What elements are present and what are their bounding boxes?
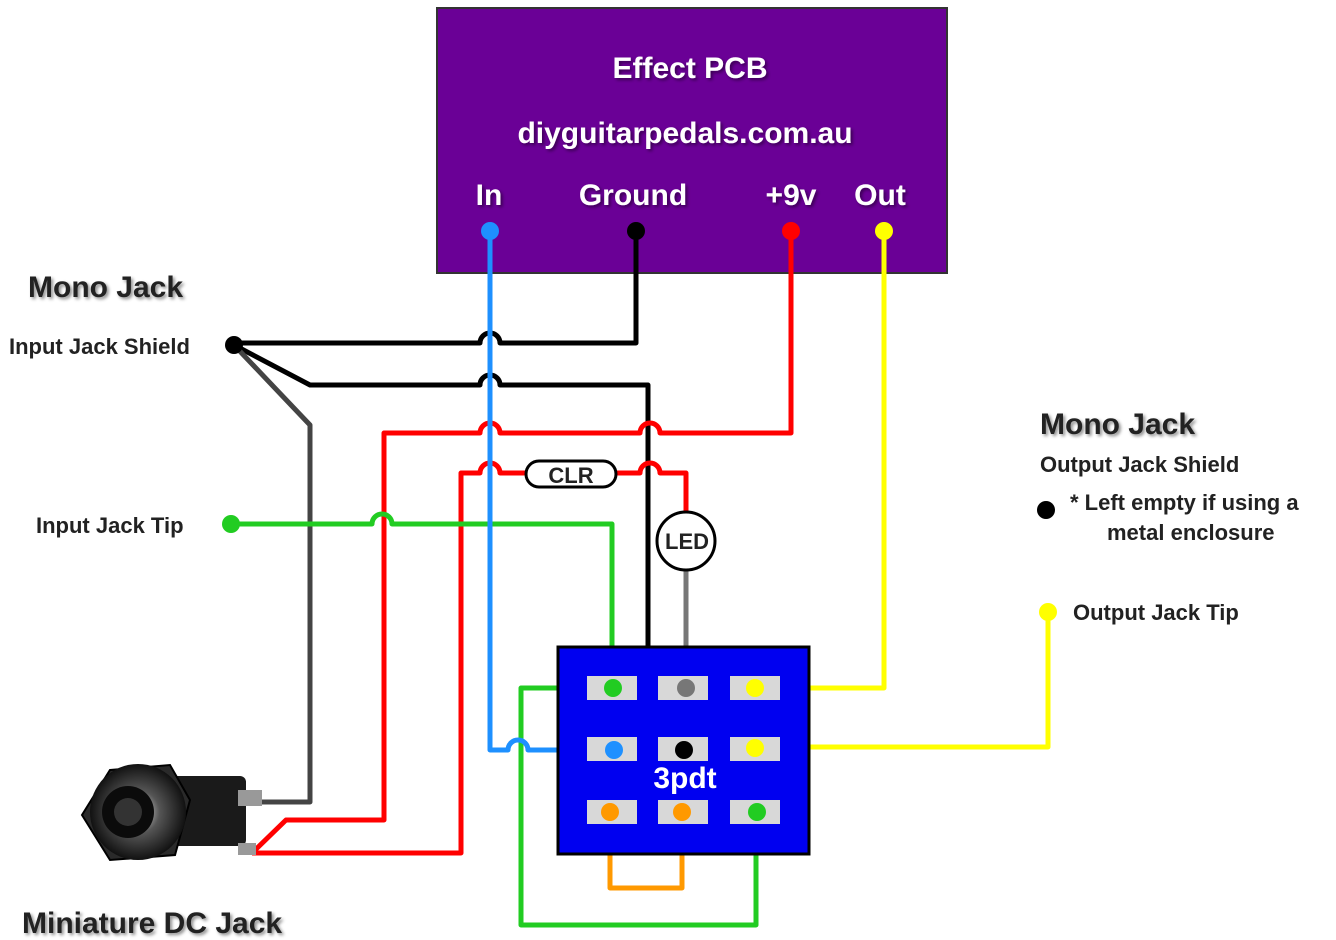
input-tip-wire bbox=[232, 511, 615, 688]
lug-dot-green-1 bbox=[604, 679, 622, 697]
led-supply-wire bbox=[252, 460, 526, 856]
power-wire bbox=[250, 230, 794, 855]
lug-dot-yellow-1 bbox=[746, 679, 764, 697]
current-limiting-resistor bbox=[524, 459, 618, 489]
lug-dot-orange-2 bbox=[673, 803, 691, 821]
lug-dot-orange-1 bbox=[601, 803, 619, 821]
input-jack-tip-dot bbox=[222, 515, 240, 533]
pcb-pin-ground-label: Ground bbox=[579, 179, 687, 212]
pcb-pin-in bbox=[481, 222, 499, 240]
led bbox=[655, 510, 717, 572]
lug-dot-blue bbox=[605, 741, 623, 759]
pcb-pin-ground bbox=[627, 222, 645, 240]
input-jack-tip-label: Input Jack Tip bbox=[36, 513, 184, 538]
lug-dot-green-2 bbox=[748, 803, 766, 821]
led-label: LED bbox=[665, 529, 709, 554]
output-jack-heading: Mono Jack bbox=[1040, 408, 1195, 441]
input-jack-shield-dot bbox=[225, 336, 243, 354]
pcb-pin-9v bbox=[782, 222, 800, 240]
output-tip-wire bbox=[755, 612, 1051, 750]
dc-jack-label: Miniature DC Jack bbox=[22, 907, 282, 940]
pcb-url: diyguitarpedals.com.au bbox=[517, 117, 852, 150]
output-jack-shield-label: Output Jack Shield bbox=[1040, 452, 1239, 477]
output-jack-tip-dot bbox=[1039, 603, 1057, 621]
resistor-to-led-wire bbox=[616, 460, 689, 522]
pcb-pin-9v-label: +9v bbox=[766, 179, 817, 212]
output-jack-shield-dot bbox=[1037, 501, 1055, 519]
lug-dot-yellow-2 bbox=[746, 739, 764, 757]
in-wire bbox=[487, 230, 614, 753]
resistor-label: CLR bbox=[548, 463, 593, 488]
switch-label: 3pdt bbox=[653, 762, 716, 795]
pcb-pin-in-label: In bbox=[476, 179, 503, 212]
output-jack-tip-label: Output Jack Tip bbox=[1073, 600, 1239, 625]
input-jack-heading: Mono Jack bbox=[28, 271, 183, 304]
effect-pcb bbox=[436, 7, 948, 274]
dc-jack bbox=[80, 763, 262, 862]
pcb-pin-out bbox=[875, 222, 893, 240]
pcb-pin-out-label: Out bbox=[854, 179, 906, 212]
output-jack-note-line1: * Left empty if using a bbox=[1070, 490, 1299, 515]
ground-to-switch-wire bbox=[232, 342, 687, 748]
shield-to-dc-wire bbox=[232, 343, 313, 805]
lug-dot-black bbox=[675, 741, 693, 759]
pcb-title: Effect PCB bbox=[612, 52, 767, 85]
input-jack-shield-label: Input Jack Shield bbox=[9, 334, 190, 359]
green-switch-loop-wire bbox=[518, 685, 759, 928]
out-wire bbox=[755, 230, 887, 691]
lug-dot-grey bbox=[677, 679, 695, 697]
output-jack-note-line2: metal enclosure bbox=[1107, 520, 1275, 545]
